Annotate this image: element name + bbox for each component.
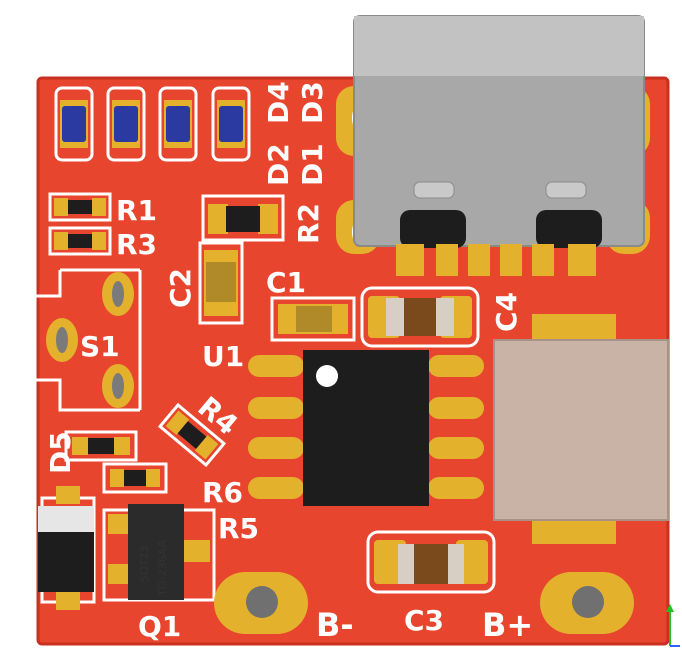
ic-u1 bbox=[248, 350, 484, 506]
capacitor-c2 bbox=[198, 241, 244, 325]
right-metal-tab bbox=[493, 314, 669, 544]
diode-large bbox=[38, 486, 96, 610]
label-r2: R2 bbox=[292, 203, 325, 244]
label-b-plus: B+ bbox=[482, 606, 533, 644]
led-d4 bbox=[211, 86, 251, 162]
label-d2: D2 bbox=[262, 143, 295, 186]
label-d3: D3 bbox=[296, 81, 329, 124]
resistor-r6 bbox=[102, 462, 168, 494]
resistor-r2 bbox=[201, 194, 285, 242]
label-r6: R6 bbox=[202, 476, 243, 509]
capacitor-c3 bbox=[366, 530, 496, 594]
q1-package-line1: SOT23 bbox=[138, 546, 151, 582]
switch-s1 bbox=[8, 268, 142, 412]
usb-c-connector bbox=[336, 15, 650, 276]
label-s1: S1 bbox=[80, 330, 120, 363]
diode-d5 bbox=[64, 430, 138, 462]
capacitor-c4 bbox=[360, 286, 480, 348]
label-d1: D1 bbox=[296, 143, 329, 186]
label-r5: R5 bbox=[218, 512, 259, 545]
label-u1: U1 bbox=[202, 340, 244, 373]
label-c4: C4 bbox=[490, 292, 523, 332]
label-c1: C1 bbox=[266, 266, 306, 299]
label-q1: Q1 bbox=[138, 610, 181, 643]
battery-minus-pad bbox=[214, 572, 308, 634]
label-c2: C2 bbox=[164, 268, 197, 308]
led-d2 bbox=[106, 86, 146, 162]
transistor-q1: SOT23 TO-236AA bbox=[102, 504, 216, 602]
resistor-r1 bbox=[48, 192, 112, 222]
label-c3: C3 bbox=[404, 604, 444, 637]
label-r1: R1 bbox=[116, 194, 157, 227]
axis-triad-icon bbox=[666, 604, 680, 647]
label-r3: R3 bbox=[116, 228, 157, 261]
capacitor-c1 bbox=[270, 296, 356, 342]
battery-plus-pad bbox=[540, 572, 634, 634]
q1-package-line2: TO-236AA bbox=[156, 540, 169, 597]
label-d5: D5 bbox=[44, 431, 77, 474]
led-d1 bbox=[54, 86, 94, 162]
led-d3 bbox=[158, 86, 198, 162]
label-d4: D4 bbox=[262, 81, 295, 124]
led-row bbox=[54, 86, 251, 162]
label-b-minus: B- bbox=[316, 606, 354, 644]
resistor-r3 bbox=[48, 226, 112, 256]
resistor-r4 bbox=[157, 402, 227, 468]
